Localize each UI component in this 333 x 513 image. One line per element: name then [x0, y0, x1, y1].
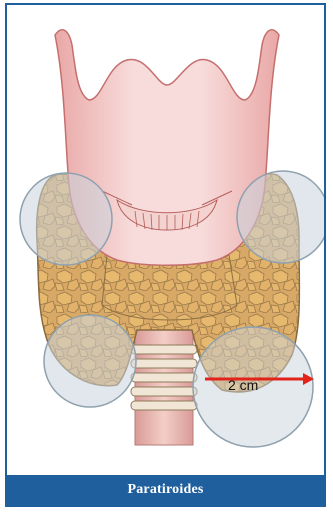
parathyroid-circle-lower-left: [44, 315, 136, 407]
thyroid-parathyroid-illustration: [7, 5, 324, 475]
measure-label: 2 cm: [228, 377, 258, 393]
parathyroid-circle-upper-right: [237, 171, 324, 263]
caption-bar: Paratiroides: [7, 475, 324, 505]
figure-frame: 2 cm Paratiroides: [5, 3, 326, 507]
parathyroid-circle-upper-left: [20, 173, 112, 265]
figure-caption: Paratiroides: [127, 482, 203, 498]
